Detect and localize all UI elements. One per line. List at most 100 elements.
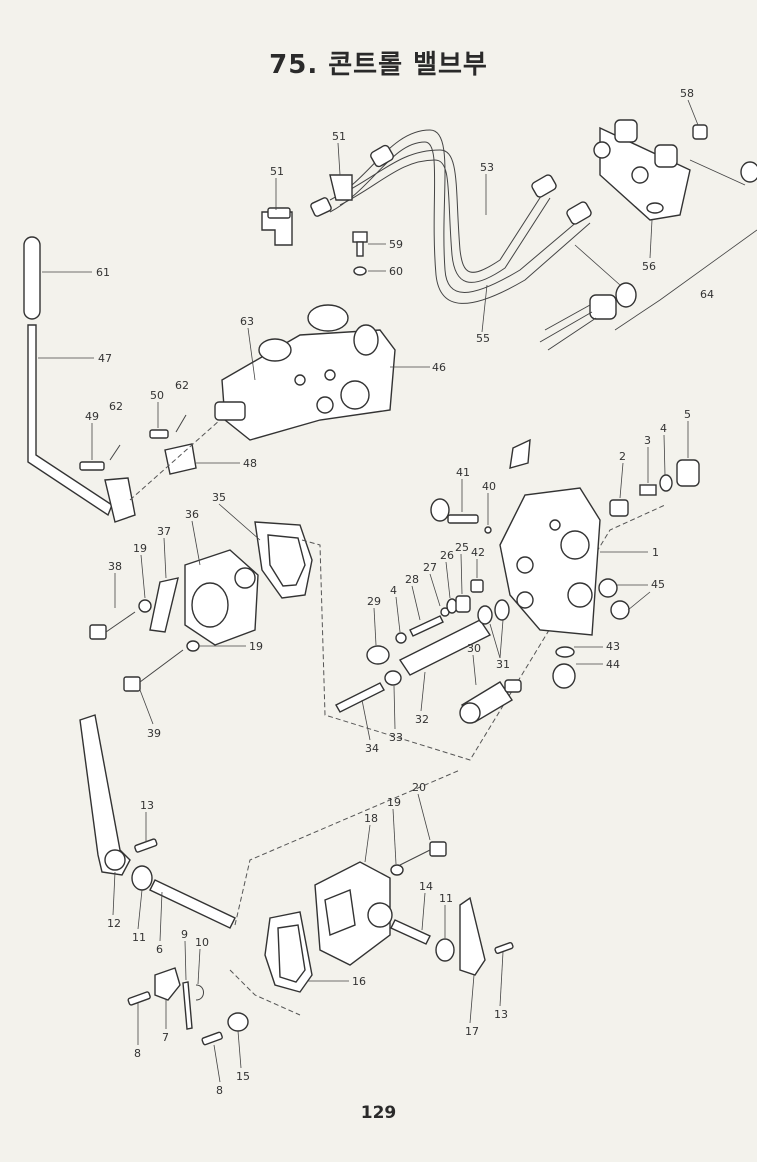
housing-18 — [314, 861, 393, 966]
label-14: 14 — [419, 880, 433, 893]
ball-40 — [484, 526, 492, 534]
label-35: 35 — [212, 491, 226, 504]
spring-28 — [409, 615, 444, 637]
bolt-39 — [123, 649, 184, 692]
label-38: 38 — [108, 560, 122, 573]
fitting-42 — [470, 579, 484, 593]
label-44: 44 — [606, 658, 620, 671]
label-19: 19 — [387, 796, 401, 809]
washer-19 — [390, 864, 404, 876]
oring-4 — [659, 474, 673, 492]
bracket-hole — [646, 202, 664, 214]
coupler-ring — [593, 141, 611, 159]
label-63: 63 — [240, 315, 254, 328]
label-49: 49 — [85, 410, 99, 423]
lever-bracket — [104, 477, 136, 523]
grip-61 — [23, 236, 41, 320]
ring-31 — [494, 599, 510, 621]
oring-45 — [610, 600, 630, 620]
label-13: 13 — [494, 1008, 508, 1021]
bolt-38 — [89, 611, 136, 640]
page-number: 129 — [360, 1103, 397, 1123]
label-40: 40 — [482, 480, 496, 493]
arm-37 — [149, 577, 179, 633]
bushing-11 — [435, 938, 455, 962]
pin-13 — [134, 838, 158, 853]
label-61: 61 — [96, 266, 110, 279]
pipe-nut — [370, 144, 394, 168]
bushing-11 — [131, 865, 153, 891]
pipe-nut — [566, 201, 592, 225]
oring-45 — [598, 578, 618, 598]
label-20: 20 — [412, 781, 426, 794]
label-18: 18 — [364, 812, 378, 825]
arm-17 — [459, 896, 486, 976]
hose-64 — [539, 282, 637, 351]
plug-25 — [455, 595, 471, 613]
spring-34 — [335, 682, 385, 713]
label-12: 12 — [107, 917, 121, 930]
bolt-50 — [149, 429, 169, 439]
label-53: 53 — [480, 161, 494, 174]
label-58: 58 — [680, 87, 694, 100]
label-60: 60 — [389, 265, 403, 278]
label-62: 62 — [175, 379, 189, 392]
elbow-fitting-51 — [261, 207, 293, 246]
plate-48 — [164, 443, 197, 475]
label-43: 43 — [606, 640, 620, 653]
ring-33 — [384, 670, 402, 686]
label-31: 31 — [496, 658, 510, 671]
label-8: 8 — [216, 1084, 223, 1097]
ring-31 — [477, 605, 493, 625]
label-11: 11 — [439, 892, 453, 905]
label-13: 13 — [140, 799, 154, 812]
gasket-35 — [254, 521, 313, 599]
pipe-nut — [310, 197, 332, 217]
label-45: 45 — [651, 578, 665, 591]
gasket-16 — [264, 911, 313, 993]
label-59: 59 — [389, 238, 403, 251]
pipe-nut — [531, 174, 557, 198]
coupler-ring — [631, 166, 649, 184]
plug-44 — [552, 663, 576, 689]
label-62: 62 — [109, 400, 123, 413]
clip-9 — [182, 981, 193, 1030]
label-50: 50 — [150, 389, 164, 402]
solenoid-30 — [459, 679, 522, 724]
label-1: 1 — [652, 546, 659, 559]
label-36: 36 — [185, 508, 199, 521]
pin-14 — [390, 919, 431, 945]
label-51: 51 — [270, 165, 284, 178]
elbow-fitting-51 — [329, 174, 353, 201]
coupler — [614, 119, 638, 143]
label-56: 56 — [642, 260, 656, 273]
label-42: 42 — [471, 546, 485, 559]
label-4: 4 — [390, 584, 397, 597]
label-55: 55 — [476, 332, 490, 345]
bolt-49 — [79, 461, 105, 471]
housing-36 — [184, 549, 259, 646]
label-33: 33 — [389, 731, 403, 744]
label-17: 17 — [465, 1025, 479, 1038]
fitting-41 — [430, 498, 479, 524]
lever-12 — [79, 714, 131, 876]
cap-29 — [366, 645, 390, 665]
label-11: 11 — [132, 931, 146, 944]
cap-edge — [740, 161, 757, 183]
arm-7 — [154, 967, 181, 1001]
pipe-53 — [339, 149, 551, 283]
lever-hub — [104, 849, 126, 871]
label-8: 8 — [134, 1047, 141, 1060]
label-48: 48 — [243, 457, 257, 470]
bolt-59 — [352, 231, 368, 257]
label-32: 32 — [415, 713, 429, 726]
coupler — [654, 144, 678, 168]
cap-5 — [676, 459, 700, 487]
label-26: 26 — [440, 549, 454, 562]
washer-19 — [186, 640, 200, 652]
plug-2 — [609, 499, 629, 517]
label-7: 7 — [162, 1031, 169, 1044]
label-46: 46 — [432, 361, 446, 374]
label-41: 41 — [456, 466, 470, 479]
pin-8 — [201, 1031, 223, 1046]
